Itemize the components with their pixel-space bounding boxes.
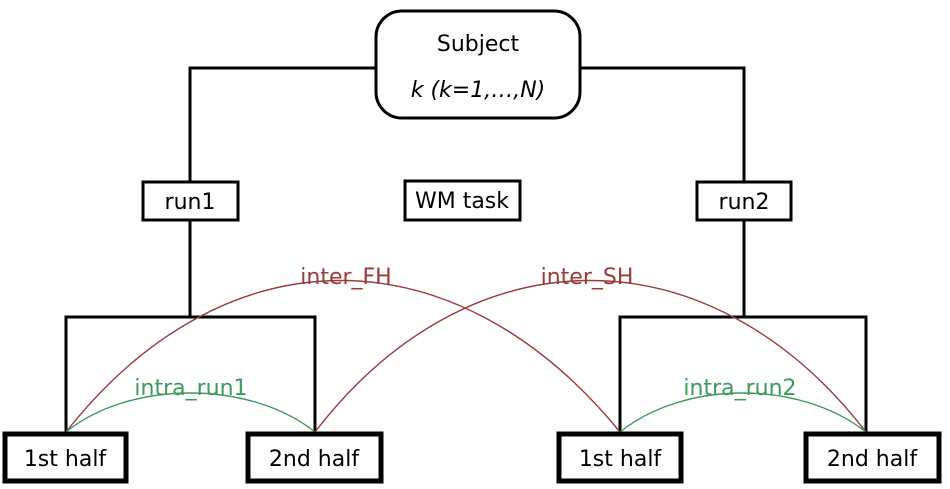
connector-subject-run2 [580,66,746,182]
run1-first-half-label: 1st half [24,447,108,472]
run1-second-half-node: 2nd half [245,431,384,484]
intra-run2-label: intra_run2 [683,376,796,401]
tree-connectors [64,66,868,432]
subject-title: Subject [437,32,520,57]
task-label: WM task [415,189,509,214]
run1-first-half-node: 1st half [2,431,129,484]
connector-subject-run1 [188,66,376,182]
run2-first-half-label: 1st half [579,447,663,472]
inter-fh-label: inter_FH [300,265,391,290]
run2-node: run2 [695,180,793,222]
subject-formula: k (k=1,…,N) [411,78,546,103]
run2-second-half-label: 2nd half [827,447,918,472]
bracket-run1-halves [64,315,317,432]
inter-sh-arc [314,279,867,433]
intra-run1-arc [65,392,316,433]
run2-second-half-node: 2nd half [803,431,942,484]
run1-second-half-label: 2nd half [269,447,360,472]
comparison-arcs [65,279,867,433]
run2-first-half-node: 1st half [556,431,684,484]
run2-label: run2 [719,190,770,215]
run1-label: run1 [165,190,216,215]
task-node: WM task [403,179,522,222]
inter-fh-arc [65,279,621,433]
inter-sh-label: inter_SH [541,265,634,290]
run1-node: run1 [141,180,240,222]
bracket-run2-halves [618,315,868,432]
subject-node: Subject k (k=1,…,N) [374,9,582,120]
intra-run2-arc [619,392,867,433]
intra-run1-label: intra_run1 [134,376,247,401]
